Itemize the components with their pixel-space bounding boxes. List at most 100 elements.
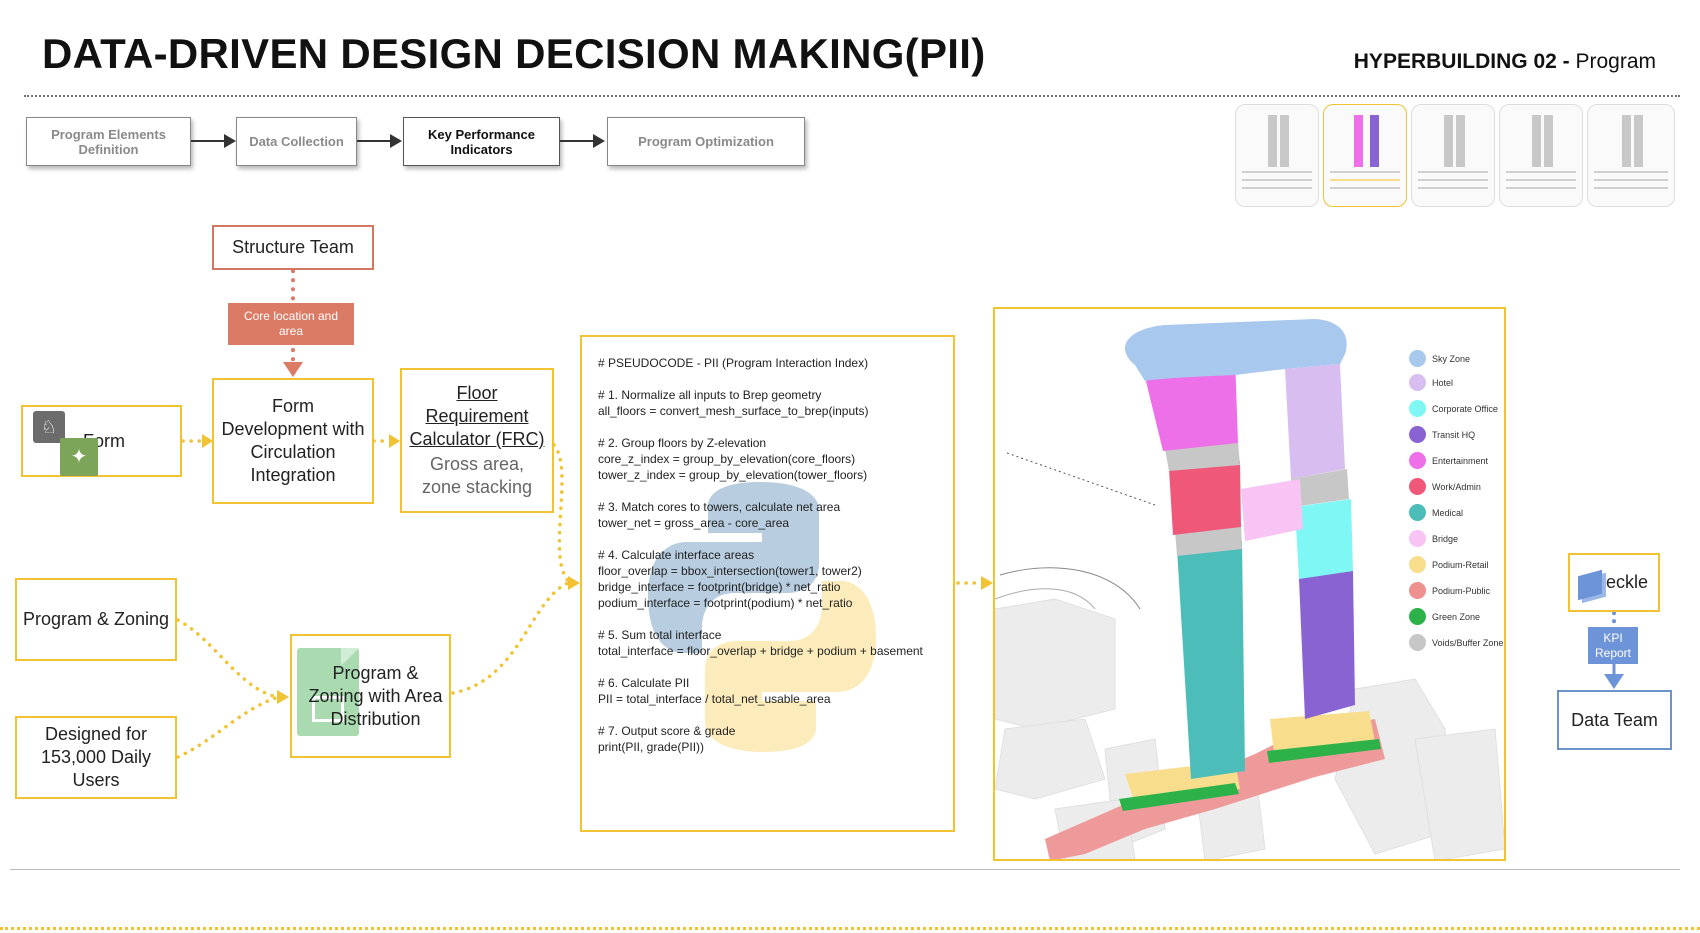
legend-item: Entertainment	[1409, 452, 1488, 469]
legend-label: Transit HQ	[1432, 429, 1476, 440]
daily-users-box[interactable]: Designed for 153,000 Daily Users	[15, 716, 177, 799]
arrowhead-dev	[202, 434, 213, 448]
pseudocode-text: # PSEUDOCODE - PII (Program Interaction …	[598, 356, 923, 754]
hyperbuilding-render	[995, 319, 1504, 859]
daily-users-label: Designed for 153,000 Daily Users	[40, 724, 152, 790]
legend-label: Podium-Retail	[1432, 559, 1489, 570]
legend-label: Entertainment	[1432, 455, 1489, 466]
legend-item: Transit HQ	[1409, 426, 1475, 443]
data-team-label: Data Team	[1571, 709, 1658, 730]
legend-item: Medical	[1409, 504, 1463, 521]
legend-swatch	[1409, 608, 1426, 625]
legend-item: Podium-Public	[1409, 582, 1490, 599]
step-kpi[interactable]: Key Performance Indicators	[403, 117, 560, 166]
legend-item: Hotel	[1409, 374, 1453, 391]
form-development-label: Form Development with Circulation Integr…	[221, 396, 365, 485]
legend-item: Podium-Retail	[1409, 556, 1489, 573]
frc-box[interactable]: Floor Requirement Calculator (FRC) Gross…	[400, 368, 554, 513]
project-name: HYPERBUILDING 02 -	[1353, 50, 1570, 73]
legend-item: Corporate Office	[1409, 400, 1498, 417]
legend-swatch	[1409, 478, 1426, 495]
legend-swatch	[1409, 452, 1426, 469]
header-divider	[24, 95, 1680, 97]
legend-label: Bridge	[1432, 533, 1459, 544]
project-section: Program	[1569, 50, 1656, 73]
legend-item: Bridge	[1409, 530, 1458, 547]
legend-item: Voids/Buffer Zone	[1409, 634, 1503, 651]
kpi-report-tag: KPI Report	[1588, 627, 1638, 664]
program-area-label: Program & Zoning with Area Distribution	[308, 662, 443, 729]
kpi-thumbnail-cft[interactable]	[1499, 104, 1583, 207]
kpi-thumbnail-solar[interactable]	[1587, 104, 1675, 207]
step-arrow	[357, 134, 402, 148]
legend-swatch	[1409, 400, 1426, 417]
connector-users-area	[176, 695, 280, 759]
legend-label: Hotel	[1432, 377, 1454, 388]
connector-area-code	[451, 581, 570, 695]
structure-team-box[interactable]: Structure Team	[212, 225, 374, 270]
arrowhead-area	[277, 690, 289, 704]
project-subtitle: HYPERBUILDING 02 - Program	[1354, 50, 1656, 74]
program-zoning-box[interactable]: Program & Zoning	[15, 578, 177, 661]
step-label: Program Optimization	[638, 134, 774, 149]
legend-swatch	[1409, 634, 1426, 651]
step-arrow	[191, 134, 236, 148]
legend-label: Podium-Public	[1432, 585, 1491, 596]
legend-label: Voids/Buffer Zone	[1432, 637, 1504, 648]
program-zoning-label: Program & Zoning	[22, 609, 170, 629]
connector-frc-code	[552, 443, 572, 585]
speckle-icon	[1578, 569, 1602, 601]
step-arrow	[560, 134, 605, 148]
building-model-panel: Sky Zone Hotel Corporate Office Transit …	[993, 307, 1506, 861]
arrowhead-core	[283, 362, 303, 377]
kpi-thumbnail-pii[interactable]	[1323, 104, 1407, 207]
program-area-box[interactable]: Program & Zoning with Area Distribution	[290, 634, 451, 758]
spreadsheet-icon	[297, 648, 359, 736]
step-label: Program Elements Definition	[51, 126, 166, 157]
legend-label: Corporate Office	[1432, 403, 1498, 414]
python-logo-icon	[648, 482, 876, 752]
legend-label: Medical	[1432, 507, 1464, 518]
rhino-icon: ♘	[33, 411, 65, 443]
kpi-thumbnail-frc[interactable]	[1235, 104, 1319, 207]
speckle-box[interactable]: Speckle	[1568, 553, 1660, 612]
step-program-elements[interactable]: Program Elements Definition	[26, 117, 191, 166]
arrowhead-model	[981, 576, 993, 590]
form-development-box[interactable]: Form Development with Circulation Integr…	[212, 378, 374, 504]
core-tag: Core location and area	[228, 303, 354, 345]
step-label: Key Performance Indicators	[428, 126, 535, 157]
structure-team-label: Structure Team	[232, 237, 354, 257]
form-box[interactable]: ♘ ✦ Form	[21, 405, 182, 477]
legend-swatch	[1409, 374, 1426, 391]
legend-swatch	[1409, 582, 1426, 599]
legend-swatch	[1409, 504, 1426, 521]
legend-item: Work/Admin	[1409, 478, 1481, 495]
grasshopper-icon: ✦	[60, 438, 98, 476]
legend-swatch	[1409, 426, 1426, 443]
frc-subtitle: Gross area, zone stacking	[421, 454, 533, 497]
kpi-thumbnail-nge[interactable]	[1411, 104, 1495, 207]
legend-label: Green Zone	[1432, 611, 1481, 622]
legend-item: Green Zone	[1409, 608, 1480, 625]
arrowhead-code	[568, 576, 580, 590]
legend-swatch	[1409, 556, 1426, 573]
frc-title: Floor Requirement Calculator (FRC)	[409, 383, 545, 449]
connector-program-area	[176, 618, 280, 699]
legend-label: Work/Admin	[1432, 481, 1481, 492]
legend-swatch	[1409, 530, 1426, 547]
step-program-optimization[interactable]: Program Optimization	[607, 117, 805, 166]
footer-dots	[0, 927, 1700, 930]
legend-label: Sky Zone	[1432, 353, 1471, 364]
legend-swatch	[1409, 350, 1426, 367]
step-data-collection[interactable]: Data Collection	[236, 117, 357, 166]
data-team-box[interactable]: Data Team	[1557, 690, 1672, 750]
arrowhead-data-team	[1604, 674, 1624, 689]
arrowhead-frc	[389, 434, 400, 448]
step-label: Data Collection	[249, 134, 344, 149]
core-tag-label: Core location and area	[243, 309, 339, 338]
pseudocode-panel: # PSEUDOCODE - PII (Program Interaction …	[580, 335, 955, 832]
page-title: DATA-DRIVEN DESIGN DECISION MAKING(PII)	[42, 30, 986, 77]
legend-item: Sky Zone	[1409, 350, 1470, 367]
footer-divider	[10, 869, 1680, 870]
